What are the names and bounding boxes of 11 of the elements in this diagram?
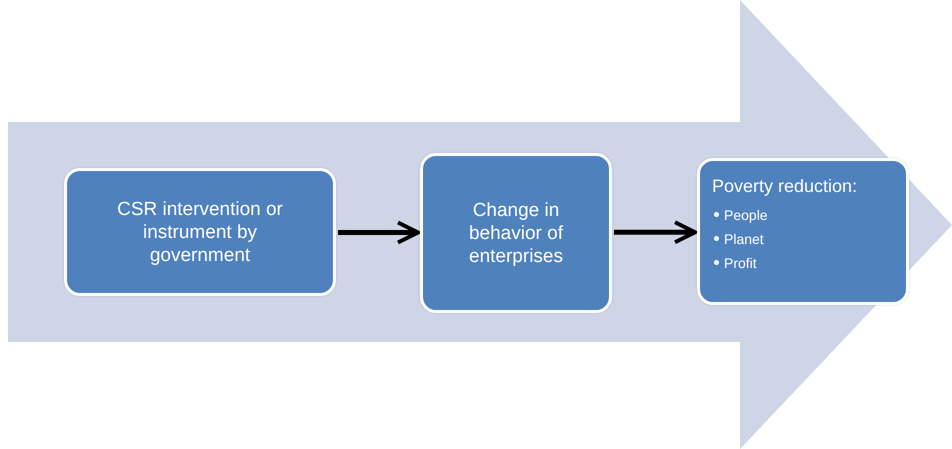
process-box bbox=[420, 153, 612, 313]
bullet-item: People bbox=[712, 203, 768, 227]
arrow bbox=[338, 220, 420, 244]
result-box bbox=[697, 158, 909, 305]
bullet-item: Planet bbox=[712, 227, 764, 251]
box-heading: Poverty reduction: bbox=[712, 175, 858, 197]
process-box bbox=[64, 168, 336, 296]
arrow bbox=[614, 220, 697, 244]
box-text: Change in behavior of enterprises bbox=[468, 198, 564, 268]
bullet-item: Profit bbox=[712, 251, 757, 275]
box-text: CSR intervention or instrument by government bbox=[116, 198, 284, 266]
